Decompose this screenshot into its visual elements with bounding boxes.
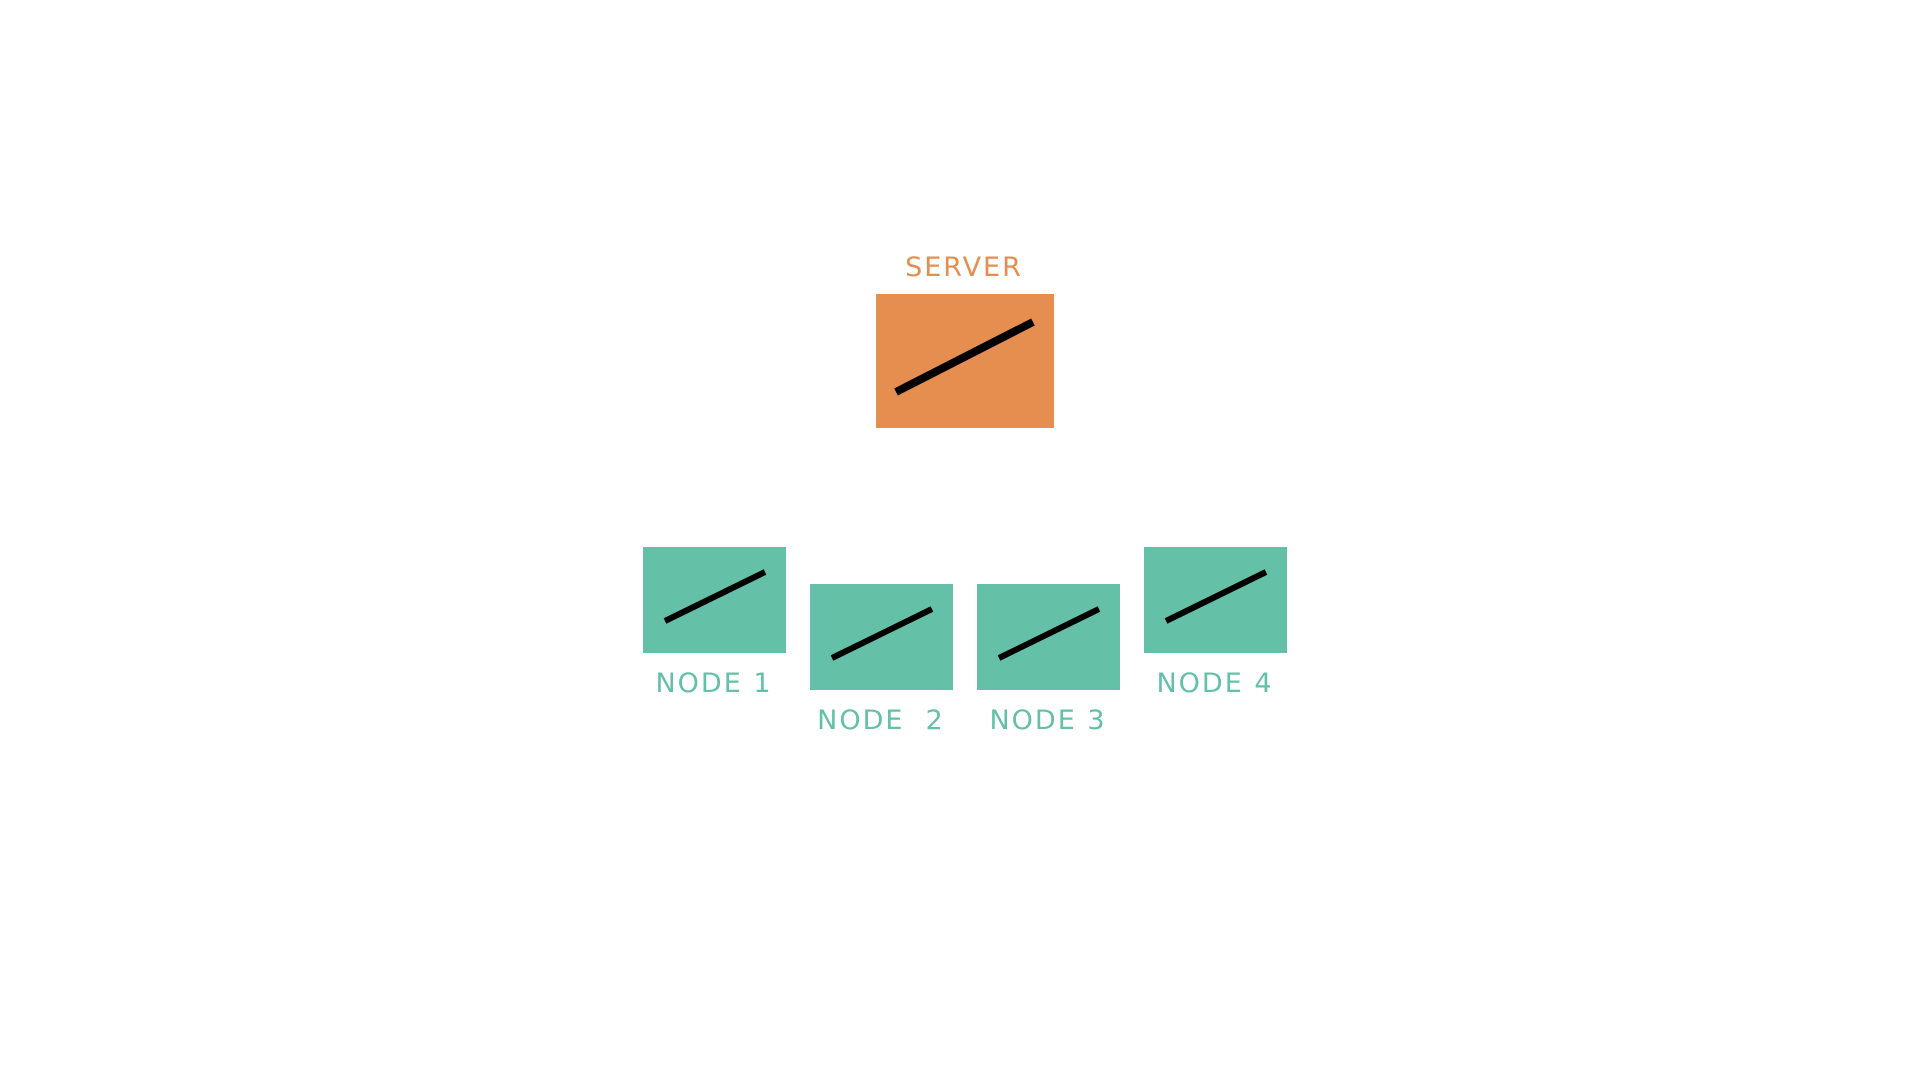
server-slash-icon: [894, 318, 1035, 396]
node-1-label: NODE 1: [655, 668, 773, 699]
node-3-label: NODE 3: [989, 705, 1107, 736]
node-4-label: NODE 4: [1156, 668, 1274, 699]
node-4-box: [1144, 547, 1287, 653]
server-box: [876, 294, 1054, 428]
node-2-label: NODE 2: [817, 705, 945, 736]
node-3-box: [977, 584, 1120, 690]
node-4-slash-icon: [1164, 569, 1268, 624]
node-1-slash-icon: [663, 569, 767, 624]
node-2-box: [810, 584, 953, 690]
node-3-slash-icon: [997, 606, 1101, 661]
server-label: SERVER: [905, 252, 1023, 283]
node-1-box: [643, 547, 786, 653]
node-2-slash-icon: [830, 606, 934, 661]
